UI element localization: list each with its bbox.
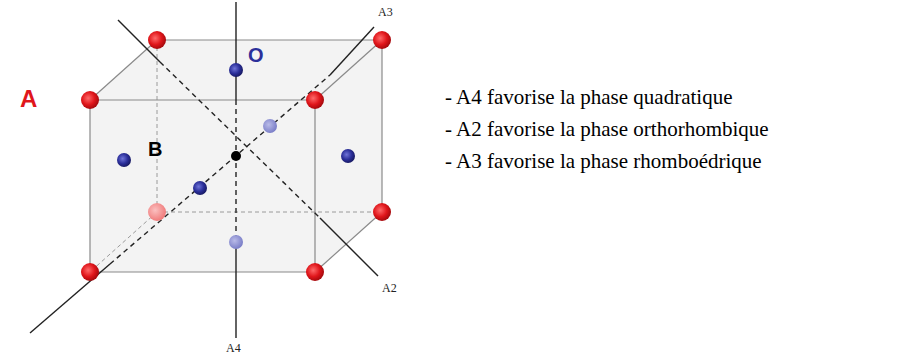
cube-faces bbox=[90, 40, 382, 272]
note-line: - A3 favorise la phase rhomboédrique bbox=[445, 150, 762, 173]
b-atom bbox=[231, 151, 241, 161]
axis-label: A4 bbox=[226, 342, 241, 355]
oxygen-atoms bbox=[117, 63, 355, 249]
symmetry-axes bbox=[30, 2, 378, 338]
note-line: - A2 favorise la phase orthorhombique bbox=[445, 118, 769, 141]
axis-label: A2 bbox=[382, 282, 397, 295]
cube-hidden-edges bbox=[90, 40, 382, 272]
a-atoms bbox=[81, 31, 391, 281]
cube-edges bbox=[90, 40, 382, 272]
axis-label: A3 bbox=[378, 6, 393, 19]
atom-label: A bbox=[20, 86, 37, 112]
atom-label: O bbox=[248, 44, 264, 66]
note-line: - A4 favorise la phase quadratique bbox=[445, 86, 732, 109]
atom-label: B bbox=[148, 138, 162, 160]
